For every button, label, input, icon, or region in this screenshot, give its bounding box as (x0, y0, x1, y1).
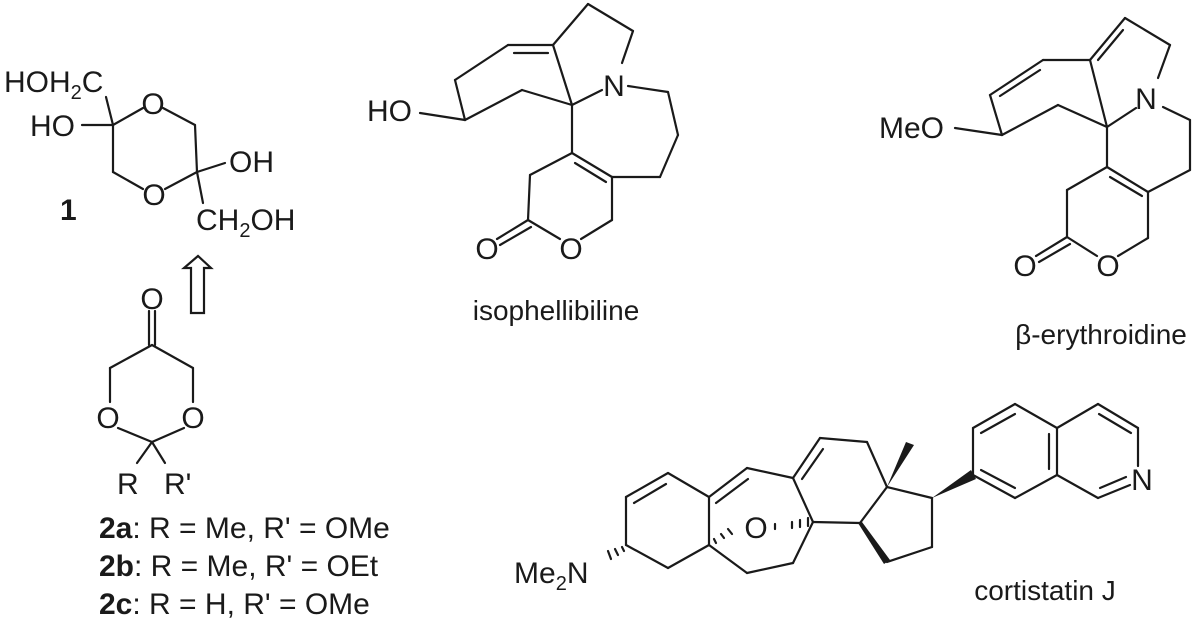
ring-oxygen: O (1096, 250, 1119, 283)
ch2oh-label: CH2OH (196, 204, 295, 242)
variant-2c: 2c: R = H, R' = OMe (99, 588, 370, 621)
hashed-bonds (606, 516, 810, 561)
compound-1-bonds (80, 95, 227, 205)
isophellibiline-name: isophellibiline (473, 295, 640, 326)
hydroxyl-label: HO (367, 95, 412, 128)
isoquinoline-nitrogen: N (1131, 464, 1153, 497)
bridge-oxygen: O (744, 512, 767, 545)
hoh2c-label: HOH2C (4, 66, 103, 104)
ring-oxygen-left: O (96, 402, 119, 435)
ring-oxygen: O (559, 233, 582, 266)
dimethylamino-label: Me2N (514, 557, 588, 595)
ring-oxygen-bottom: O (142, 179, 165, 212)
beta-erythroidine-name: β-erythroidine (1015, 319, 1187, 350)
compound-number-1: 1 (60, 194, 77, 227)
methoxy-label: MeO (879, 112, 944, 145)
r-substituent: R (117, 468, 139, 501)
ring-oxygen-right: O (181, 402, 204, 435)
nitrogen-label: N (1135, 83, 1157, 116)
methyl-wedge-bond (887, 442, 914, 487)
r-prime-substituent: R' (164, 468, 191, 501)
carbonyl-oxygen: O (475, 233, 498, 266)
compound-1: HOH2C HO O O OH CH2OH 1 (4, 66, 295, 242)
beta-erythroidine-bonds (953, 16, 1192, 264)
isophellibiline-structure: HO N O O isophellibiline (367, 2, 680, 326)
hollow-up-arrow-icon (181, 254, 214, 315)
cortistatin-j-name: cortistatin J (974, 575, 1116, 606)
variant-2b: 2b: R = Me, R' = OEt (99, 550, 379, 583)
variant-2a: 2a: R = Me, R' = OMe (99, 512, 390, 545)
beta-erythroidine-structure: MeO N O O β-erythroidine (879, 16, 1192, 350)
c14-bold-bond (858, 522, 890, 564)
carbonyl-oxygen: O (140, 283, 163, 316)
cortistatin-j-structure: Me2N O N cortistatin J (514, 402, 1153, 606)
carbonyl-oxygen: O (1013, 250, 1036, 283)
oh-label: OH (229, 146, 274, 179)
ring-oxygen-top: O (141, 88, 164, 121)
isophellibiline-bonds (418, 2, 680, 247)
compound-2: O O O R R' 2a: R = Me, R' = OMe 2b: R = … (96, 283, 390, 621)
nitrogen-label: N (603, 70, 625, 103)
isoquinoline-wedge-bond (932, 470, 976, 498)
ho-label: HO (30, 110, 75, 143)
compound-2-bonds (108, 309, 195, 465)
cortistatin-j-bonds (624, 402, 1140, 575)
